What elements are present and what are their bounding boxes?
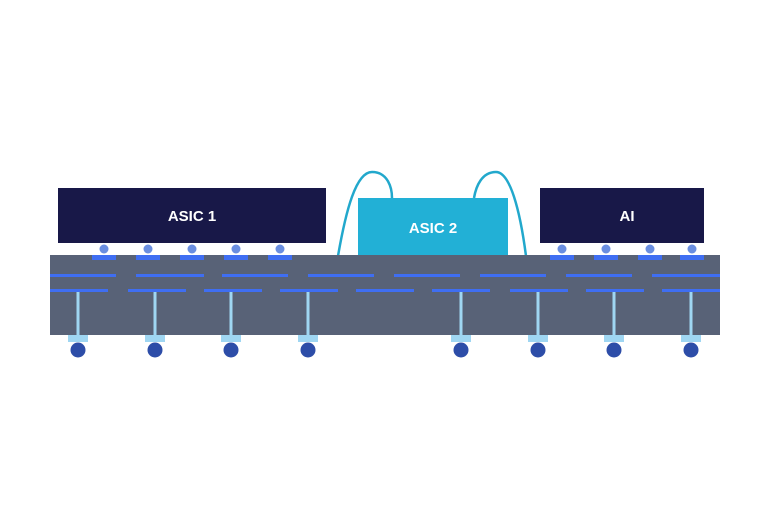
wire-bond-left xyxy=(336,170,394,257)
ball-pad xyxy=(528,335,548,342)
microbump-pad xyxy=(224,255,248,260)
microbump-pad xyxy=(550,255,574,260)
ball-pad xyxy=(451,335,471,342)
trace-layer-1 xyxy=(394,274,460,277)
substrate-traces xyxy=(50,274,720,292)
chip-ai-body xyxy=(540,188,704,243)
via xyxy=(612,292,616,337)
solder-ball xyxy=(223,342,239,358)
trace-layer-1 xyxy=(222,274,288,277)
microbump xyxy=(187,244,197,254)
solder-ball xyxy=(606,342,622,358)
ball-pad xyxy=(145,335,165,342)
via xyxy=(76,292,80,337)
wire-bonds xyxy=(336,170,528,257)
ball-pad xyxy=(298,335,318,342)
trace-layer-1 xyxy=(136,274,204,277)
ball-pad xyxy=(221,335,241,342)
microbump-pad xyxy=(268,255,292,260)
microbump-pad xyxy=(180,255,204,260)
trace-layer-2 xyxy=(432,289,490,292)
trace-layer-2 xyxy=(128,289,186,292)
solder-ball xyxy=(530,342,546,358)
chip-ai: AI xyxy=(540,188,704,243)
microbump xyxy=(231,244,241,254)
via xyxy=(306,292,310,337)
substrate xyxy=(50,255,720,335)
microbump xyxy=(601,244,611,254)
microbump xyxy=(275,244,285,254)
microbump xyxy=(645,244,655,254)
trace-layer-1 xyxy=(566,274,632,277)
via xyxy=(153,292,157,337)
chip-asic1: ASIC 1 xyxy=(58,188,326,243)
microbump xyxy=(143,244,153,254)
microbump xyxy=(99,244,109,254)
solder-ball xyxy=(300,342,316,358)
trace-layer-2 xyxy=(204,289,262,292)
trace-layer-1 xyxy=(308,274,374,277)
ball-pad xyxy=(681,335,701,342)
via xyxy=(229,292,233,337)
microbump-pad xyxy=(594,255,618,260)
trace-layer-2 xyxy=(280,289,338,292)
microbump-pad xyxy=(92,255,116,260)
vias xyxy=(68,292,701,342)
trace-layer-2 xyxy=(510,289,568,292)
chip-asic2-label: ASIC 2 xyxy=(409,220,457,237)
chip-asic1-body xyxy=(58,188,326,243)
ball-pad xyxy=(68,335,88,342)
via xyxy=(459,292,463,337)
microbump-pad xyxy=(680,255,704,260)
microbumps xyxy=(92,244,704,260)
solder-ball xyxy=(683,342,699,358)
wire-bond-right xyxy=(472,170,528,257)
trace-layer-1 xyxy=(480,274,546,277)
chip-asic2: ASIC 2 xyxy=(358,198,508,255)
microbump xyxy=(687,244,697,254)
via xyxy=(536,292,540,337)
trace-layer-2 xyxy=(356,289,414,292)
chip-ai-label: AI xyxy=(620,208,635,225)
trace-layer-1 xyxy=(652,274,720,277)
chip-asic1-label: ASIC 1 xyxy=(168,208,216,225)
trace-layer-1 xyxy=(50,274,116,277)
solder-balls xyxy=(70,342,699,358)
solder-ball xyxy=(453,342,469,358)
ball-pad xyxy=(604,335,624,342)
trace-layer-2 xyxy=(50,289,108,292)
solder-ball xyxy=(70,342,86,358)
microbump-pad xyxy=(136,255,160,260)
trace-layer-2 xyxy=(662,289,720,292)
solder-ball xyxy=(147,342,163,358)
chip-asic2-body xyxy=(358,198,508,255)
microbump-pad xyxy=(638,255,662,260)
via xyxy=(689,292,693,337)
microbump xyxy=(557,244,567,254)
trace-layer-2 xyxy=(586,289,644,292)
